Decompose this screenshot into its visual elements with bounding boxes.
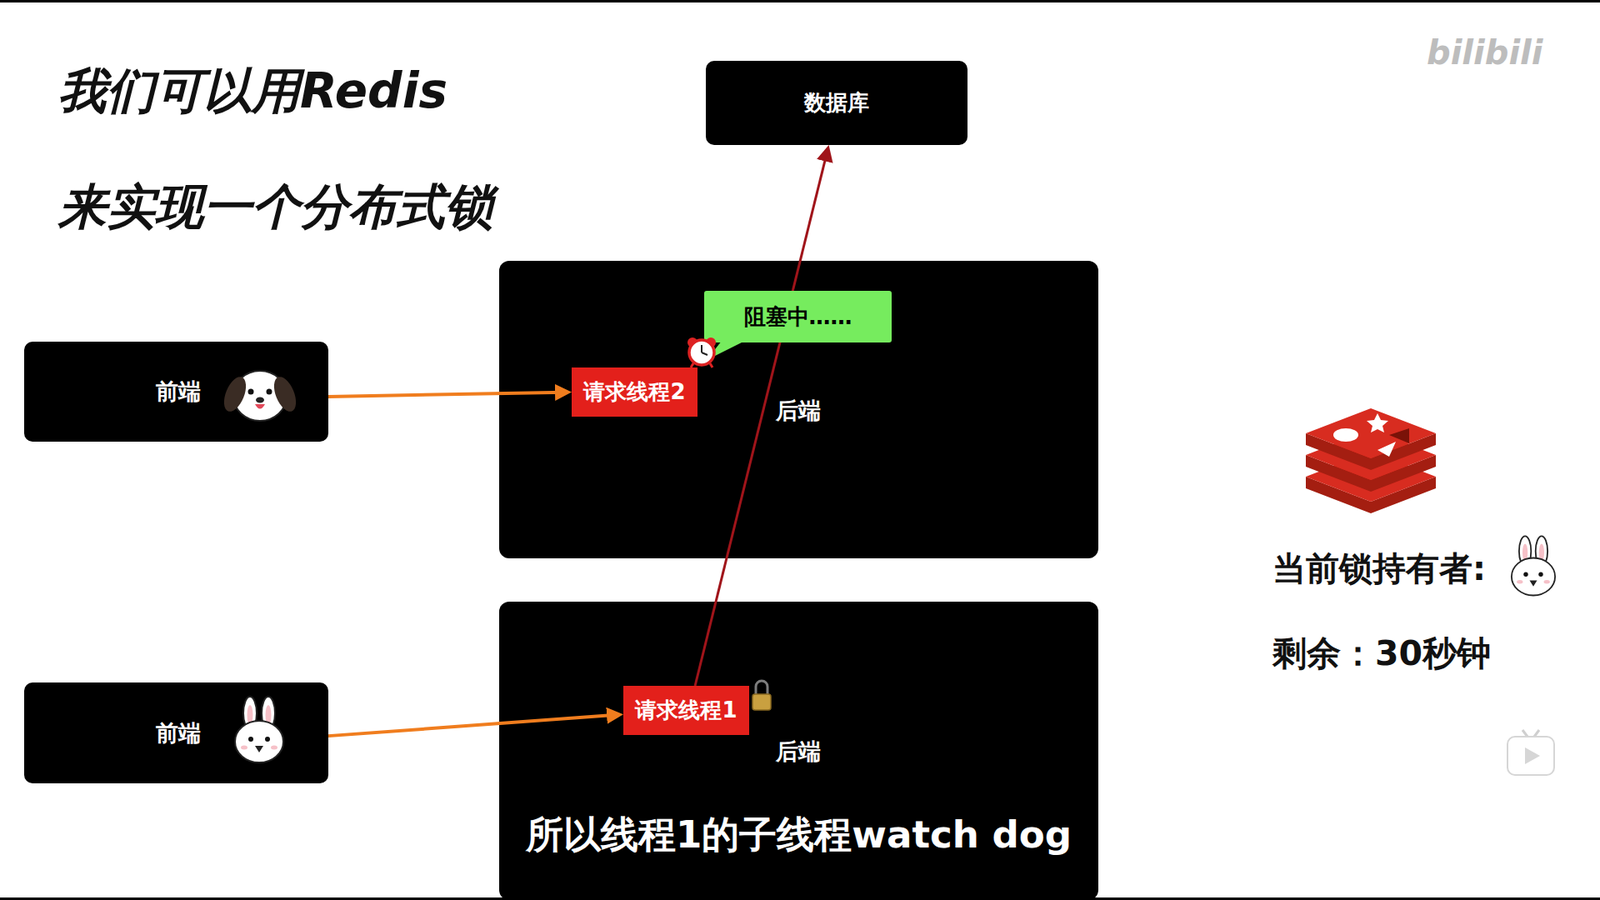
play-icon <box>1507 730 1555 775</box>
callout-tail <box>706 340 745 360</box>
request-thread-box: 请求线程1 <box>623 685 750 735</box>
backend-ground <box>499 260 1099 559</box>
connector-arrow <box>328 715 617 736</box>
backend-box: 后端 请求线程2 阻塞中…… <box>499 260 1099 559</box>
node-label: 数据库 <box>804 88 870 118</box>
node-label: 请求线程2 <box>583 377 685 407</box>
rabbit-face-icon <box>235 696 284 763</box>
node-label: 前端 <box>155 376 201 407</box>
subtitle-caption: 所以线程1的子线程watch dog <box>499 810 1099 860</box>
alarm-clock-icon <box>687 337 716 368</box>
frontend-box: 前端 <box>24 682 329 784</box>
frontend-box: 前端 <box>24 341 329 442</box>
node-label: 请求线程1 <box>635 695 737 725</box>
connector-arrow <box>695 151 828 686</box>
node-label: 前端 <box>155 718 201 749</box>
database-box: 数据库 <box>705 60 968 145</box>
title: 我们可以用Redis 来实现一个分布式锁 <box>58 33 525 265</box>
node-label: 后端 <box>775 395 821 426</box>
container-grounds <box>499 260 1099 900</box>
rabbit-face-icon <box>1511 535 1555 595</box>
watermark: bilibili <box>1426 33 1544 72</box>
dog-face-icon <box>220 370 301 421</box>
node-label: 后端 <box>775 736 821 767</box>
top-edge-bar <box>0 0 1600 3</box>
redis-logo <box>1305 408 1436 514</box>
lock-holder-label: 当前锁持有者: <box>1272 545 1486 592</box>
backend-ground <box>499 601 1099 900</box>
remaining-time-label: 剩余：30秒钟 <box>1272 630 1491 677</box>
status-callout: 阻塞中…… <box>704 290 892 343</box>
bottom-edge-bar <box>0 897 1600 900</box>
request-thread-box: 请求线程2 <box>571 367 698 417</box>
connector-arrow <box>328 392 565 397</box>
node-label: 阻塞中…… <box>744 302 853 332</box>
lock-icon <box>752 680 771 710</box>
